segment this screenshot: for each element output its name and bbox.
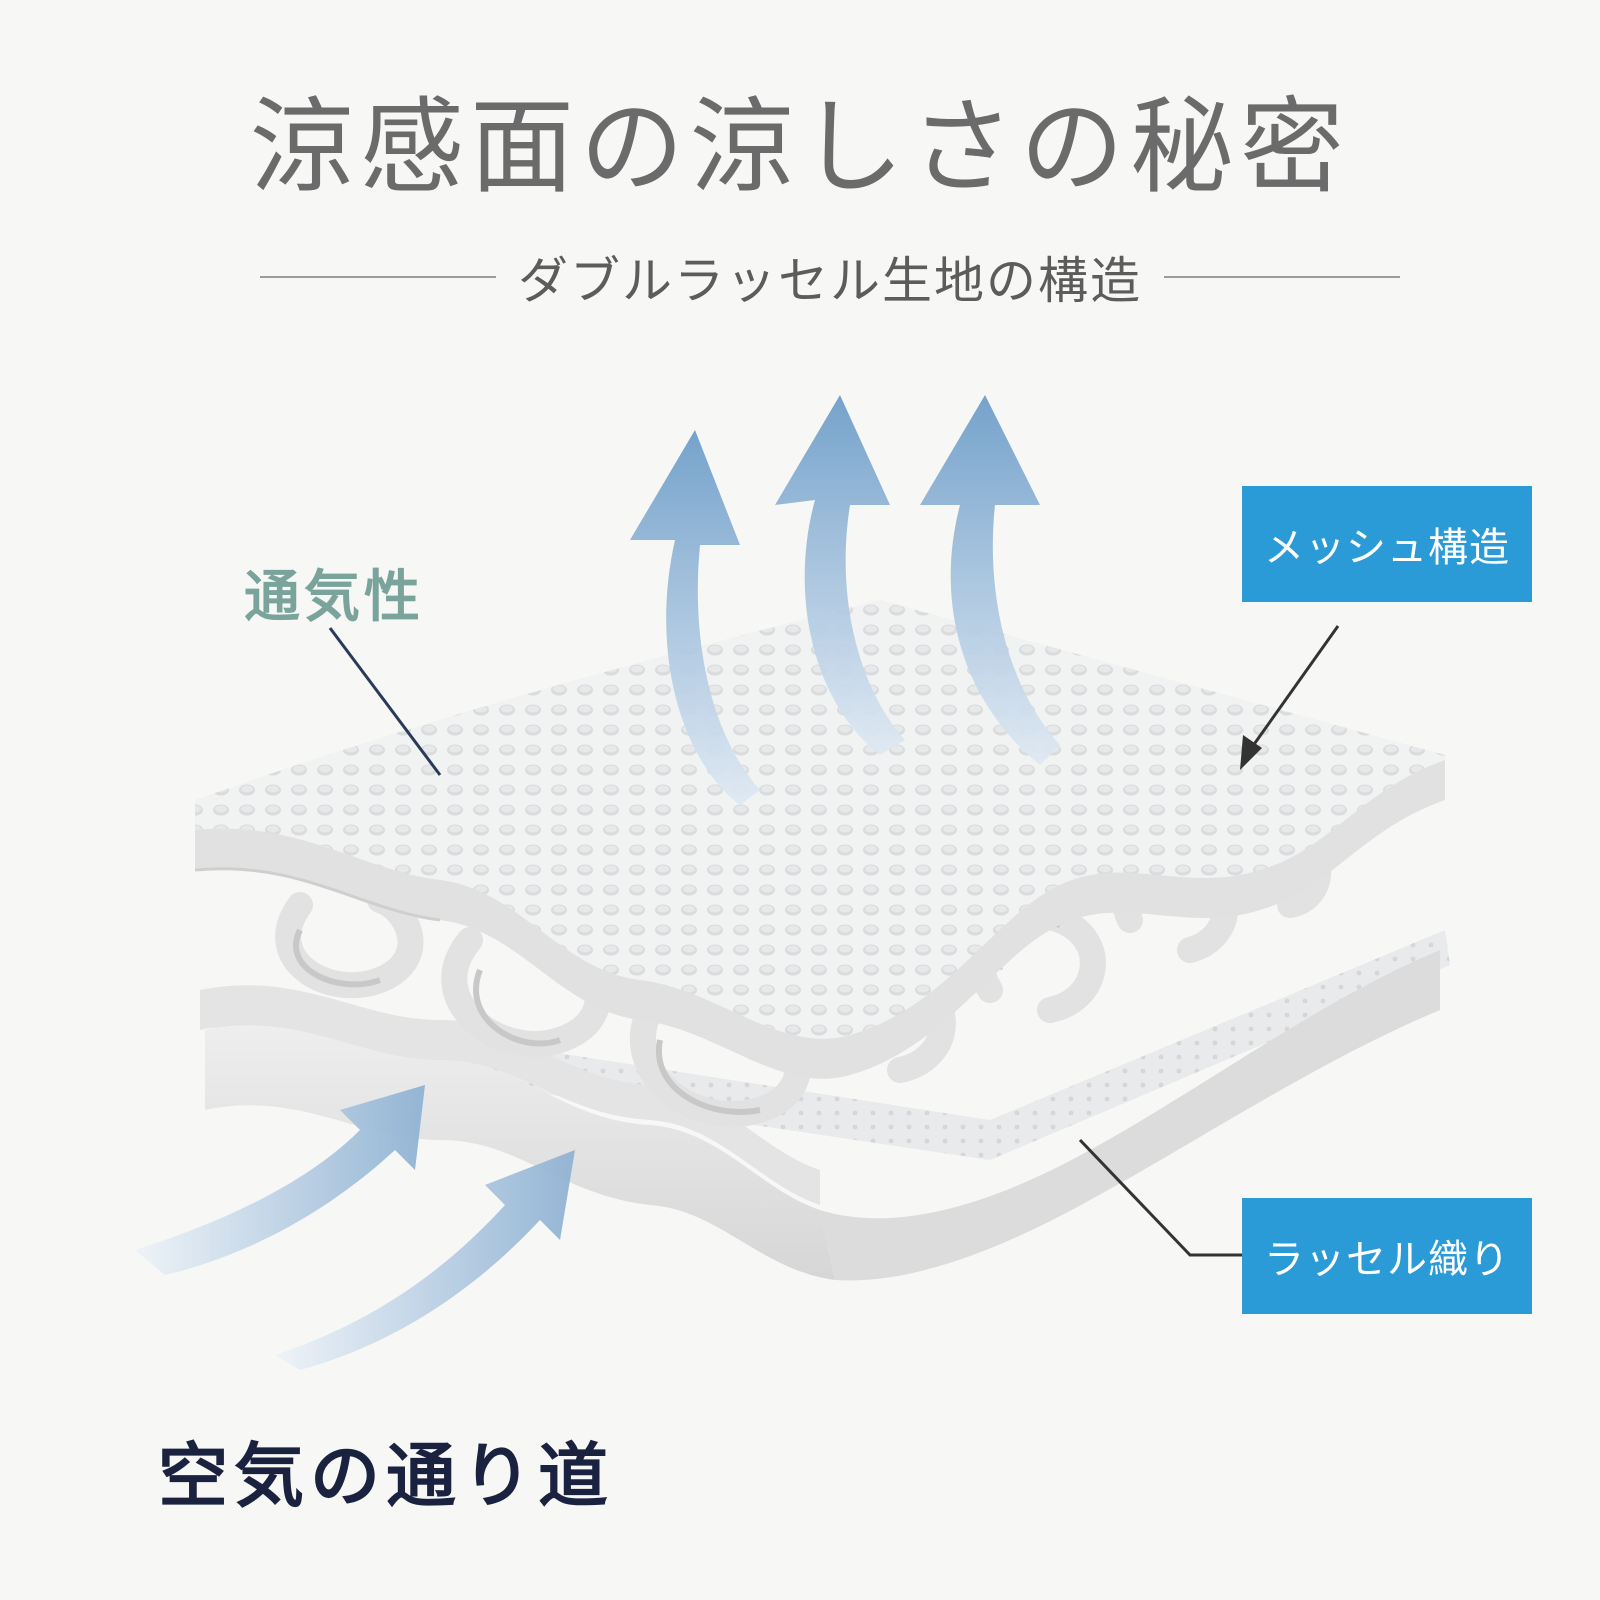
subtitle-row: ダブルラッセル生地の構造	[260, 242, 1400, 312]
upward-airflow-arrows	[630, 395, 1060, 805]
raschel-leader-line	[1078, 1138, 1242, 1257]
subtitle: ダブルラッセル生地の構造	[518, 252, 1142, 310]
incoming-airflow-arrows	[135, 1085, 575, 1370]
air-path-label: 空気の通り道	[158, 1435, 614, 1517]
left-divider	[260, 276, 496, 278]
page-title: 涼感面の涼しさの秘密	[249, 86, 1350, 208]
top-mesh-layer	[194, 600, 1445, 1079]
right-divider	[1164, 276, 1400, 278]
mesh-leader-arrow	[1240, 625, 1340, 770]
breathability-leader-line	[328, 627, 442, 776]
middle-fabric-layer	[200, 985, 820, 1205]
mesh-structure-tag: メッシュ構造	[1242, 486, 1532, 602]
raschel-weave-tag: ラッセル織り	[1242, 1198, 1532, 1314]
breathability-label: 通気性	[244, 565, 424, 630]
